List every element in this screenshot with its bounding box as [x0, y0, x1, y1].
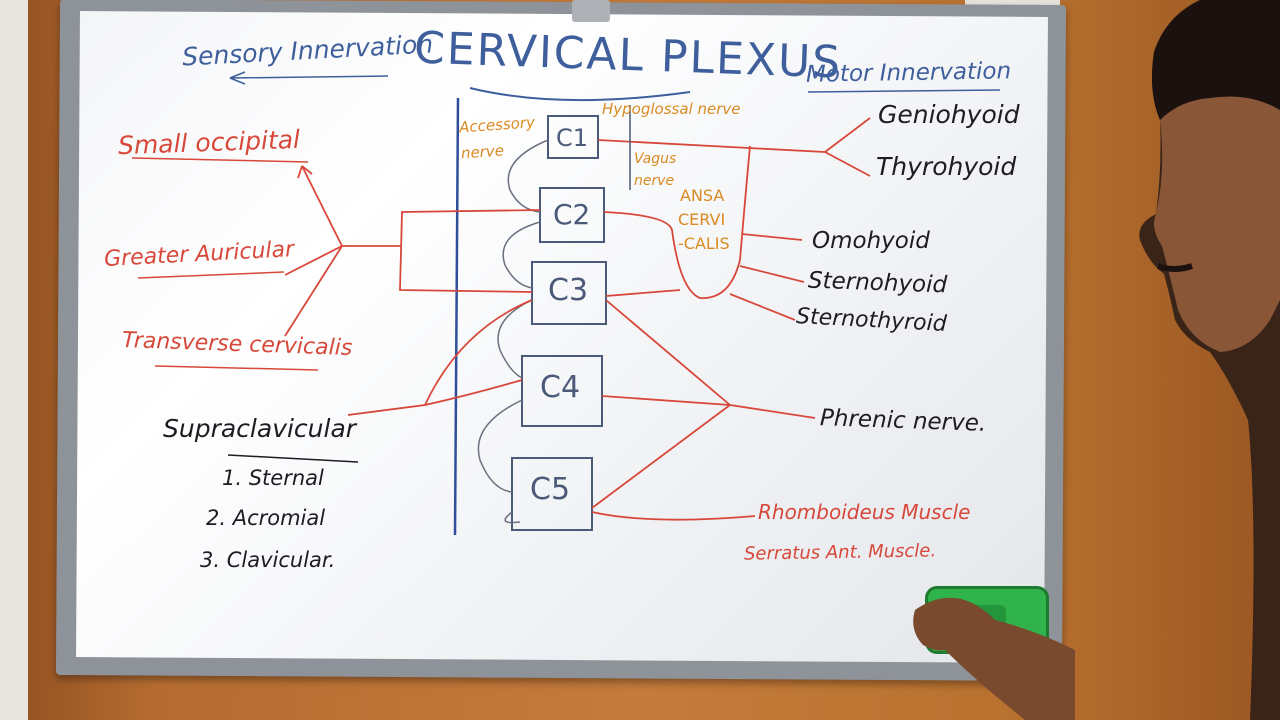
c3-box: [531, 261, 607, 325]
branch-supraclavicular: [347, 299, 533, 416]
sternohyoid-label: Sternohyoid: [807, 267, 948, 299]
phrenic-from-c4: [601, 395, 731, 406]
ansa-label-3: -CALIS: [678, 234, 730, 253]
supraclavicular-heading: Supraclavicular: [163, 414, 357, 443]
root-label-c5: C5: [530, 472, 571, 507]
presenter-hand: [913, 597, 1075, 720]
ansa-sternothyroid: [729, 293, 796, 321]
fork-thyrohyoid: [824, 151, 871, 177]
supraclavicular-item-3: 3. Clavicular.: [200, 548, 336, 572]
ansa-omohyoid: [741, 233, 803, 241]
supraclavicular-item-2: 2. Acromial: [206, 506, 326, 530]
board-hanging-clip: [572, 0, 610, 22]
presenter-hair: [1152, 0, 1280, 120]
ansa-loop: [603, 145, 751, 299]
c1-to-motor: [597, 139, 826, 153]
loop-c1-c2: [507, 139, 549, 213]
root-label-c4: C4: [540, 370, 581, 405]
omohyoid-label: Omohyoid: [812, 228, 930, 254]
serratus-label: Serratus Ant. Muscle.: [743, 540, 937, 565]
branch-greater-auricular: [284, 245, 343, 276]
phrenic-from-c5: [591, 404, 731, 509]
c2-c3-sensory-loop: [399, 209, 541, 293]
title-underline: [469, 87, 691, 102]
c5-box: [511, 457, 593, 531]
wall-edge: [0, 0, 28, 720]
c2-box: [539, 187, 605, 243]
greater-auricular-underline: [137, 271, 285, 279]
supraclavicular-item-1: 1. Sternal: [222, 466, 324, 490]
supraclavicular-c4: [424, 379, 523, 406]
geniohyoid-label: Geniohyoid: [878, 100, 1020, 129]
c4-box: [521, 355, 603, 427]
presenter: [1139, 0, 1280, 720]
sensory-underline-arrow: [229, 71, 389, 85]
c1-box: [547, 115, 599, 159]
c5-to-rhomboid: [591, 511, 756, 521]
loop-c2-c3: [502, 221, 541, 289]
branch-small-occipital: [297, 165, 343, 247]
fork-geniohyoid: [824, 117, 871, 153]
motor-heading: Motor Innervation: [805, 58, 1012, 88]
loop-c5-tail: [504, 511, 521, 524]
c3-to-ansa: [605, 289, 681, 297]
ansa-label-2: CERVI: [678, 210, 726, 229]
vagus-nerve-label: Vagus nerve: [634, 151, 677, 189]
presenter-mustache: [1156, 263, 1193, 272]
loop-c4-c5: [477, 399, 523, 493]
accessory-nerve-label: Accessory nerve: [458, 113, 536, 163]
ansa-label-1: ANSA: [680, 186, 725, 205]
hypoglossal-nerve-label: Hypoglossal nerve: [602, 100, 741, 118]
root-label-c3: C3: [548, 273, 589, 308]
root-label-c1: C1: [556, 124, 589, 152]
motor-underline: [807, 89, 1001, 93]
spinal-line: [453, 97, 460, 536]
small-occipital-underline: [131, 157, 309, 163]
branch-transverse: [284, 245, 343, 337]
rhomboideus-label: Rhomboideus Muscle: [758, 500, 971, 524]
root-label-c2: C2: [553, 198, 591, 231]
transverse-underline: [154, 365, 319, 371]
phrenic-trunk: [729, 404, 816, 419]
ansa-sternohyoid: [739, 265, 805, 283]
supraclavicular-underline: [227, 454, 359, 463]
loop-c3-c4: [497, 299, 533, 379]
thyrohyoid-label: Thyrohyoid: [876, 152, 1017, 181]
phrenic-from-c3: [605, 299, 731, 406]
